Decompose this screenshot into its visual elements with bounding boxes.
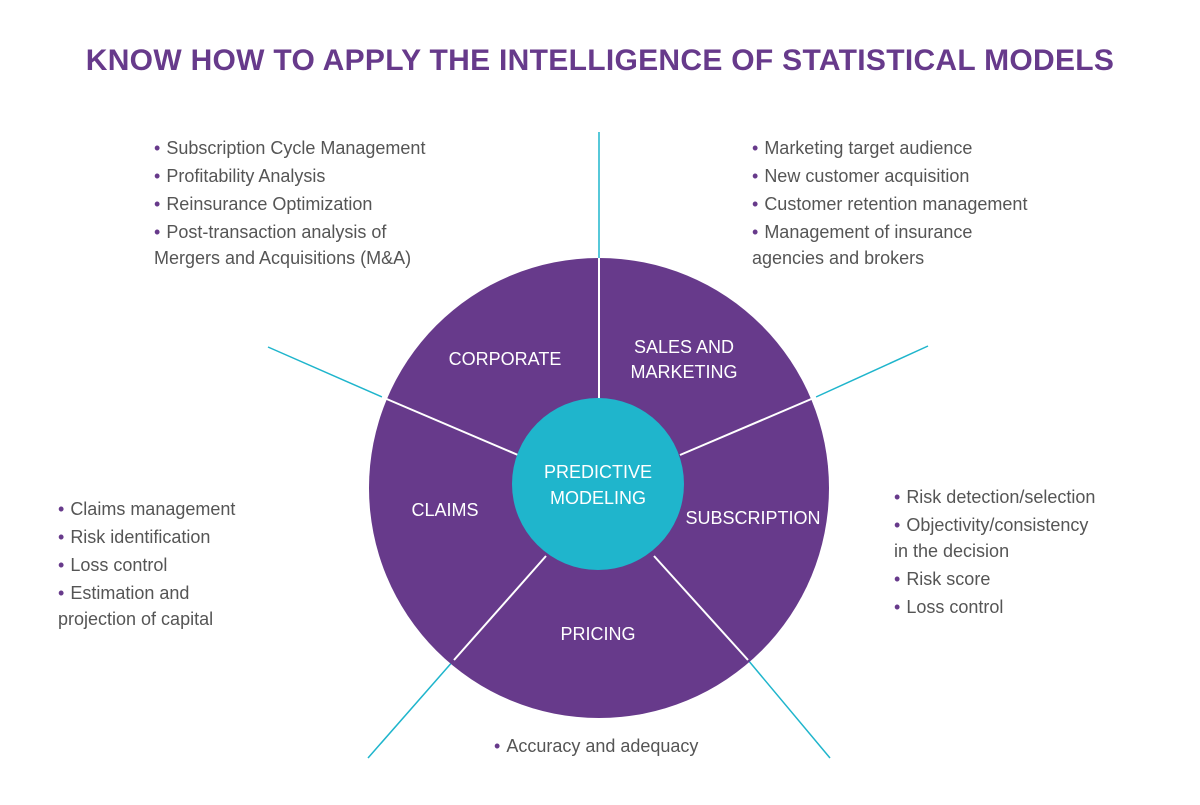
segment-label-corporate: CORPORATE xyxy=(449,349,562,369)
spoke-lower-right xyxy=(747,659,831,759)
subscription-list: •Risk detection/selection •Objectivity/c… xyxy=(894,484,1095,622)
spoke-upper-left xyxy=(267,346,383,398)
list-item: •Marketing target audience xyxy=(752,138,973,158)
list-item: •Loss control xyxy=(894,597,1004,617)
list-item: •Reinsurance Optimization xyxy=(154,194,373,214)
spoke-upper-right xyxy=(815,345,929,398)
center-hub xyxy=(512,398,684,570)
bullet-dot: • xyxy=(154,194,161,214)
sales-list: •Marketing target audience •New customer… xyxy=(752,135,1027,273)
bullet-dot: • xyxy=(752,138,759,158)
list-item: •Loss control xyxy=(58,555,168,575)
list-item: •Accuracy and adequacy xyxy=(494,736,699,756)
center-label-line1: PREDICTIVE xyxy=(544,462,652,482)
segment-label-subscription: SUBSCRIPTION xyxy=(685,508,820,528)
list-item: •Risk score xyxy=(894,569,991,589)
list-item: •Profitability Analysis xyxy=(154,166,326,186)
bullet-dot: • xyxy=(752,194,759,214)
claims-list: •Claims management •Risk identification … xyxy=(58,496,235,634)
list-item: •Management of insurance agencies and br… xyxy=(752,222,973,268)
list-item: •Subscription Cycle Management xyxy=(154,138,426,158)
divider-upper-right xyxy=(679,396,817,456)
bullet-dot: • xyxy=(58,555,65,575)
bullet-dot: • xyxy=(894,487,901,507)
segment-label-sales-line2: MARKETING xyxy=(630,362,737,382)
segment-label-pricing: PRICING xyxy=(560,624,635,644)
bullet-dot: • xyxy=(58,583,65,603)
list-item: •Estimation and projection of capital xyxy=(58,583,214,629)
center-label-line2: MODELING xyxy=(550,488,646,508)
pricing-list: •Accuracy and adequacy xyxy=(494,732,698,760)
list-item: •Customer retention management xyxy=(752,194,1028,214)
list-item: •Claims management xyxy=(58,499,236,519)
list-item: •Risk identification xyxy=(58,527,211,547)
bullet-dot: • xyxy=(494,736,501,756)
bullet-dot: • xyxy=(894,515,901,535)
list-item: •New customer acquisition xyxy=(752,166,970,186)
bullet-dot: • xyxy=(58,527,65,547)
bullet-dot: • xyxy=(752,166,759,186)
corporate-list: •Subscription Cycle Management •Profitab… xyxy=(154,135,425,273)
divider-lower-right xyxy=(653,555,749,661)
spoke-lower-left xyxy=(367,659,455,759)
segment-label-sales-line1: SALES AND xyxy=(634,337,734,357)
bullet-dot: • xyxy=(154,138,161,158)
list-item: •Post-transaction analysis of Mergers an… xyxy=(154,222,412,268)
list-item: •Risk detection/selection xyxy=(894,487,1096,507)
diagram-title: KNOW HOW TO APPLY THE INTELLIGENCE OF ST… xyxy=(85,44,1115,77)
list-item: •Objectivity/consistency in the decision xyxy=(894,515,1089,561)
segment-label-claims: CLAIMS xyxy=(411,500,478,520)
bullet-dot: • xyxy=(894,569,901,589)
divider-upper-left xyxy=(381,396,519,456)
bullet-dot: • xyxy=(894,597,901,617)
divider-lower-left xyxy=(453,555,547,661)
bullet-dot: • xyxy=(154,166,161,186)
bullet-dot: • xyxy=(752,222,759,242)
bullet-dot: • xyxy=(58,499,65,519)
bullet-dot: • xyxy=(154,222,161,242)
